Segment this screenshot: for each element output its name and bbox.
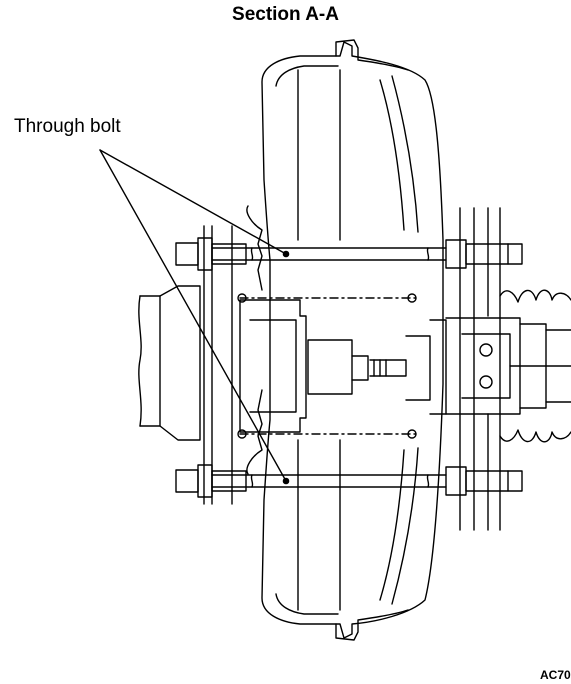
through-bolt-upper [175, 237, 523, 271]
leader-lines [99, 149, 287, 482]
valve-body [237, 293, 447, 439]
rear-mount [459, 207, 501, 531]
through-bolt-label: Through bolt [14, 116, 121, 137]
bellows-boot [499, 289, 571, 443]
diaphragm [246, 205, 263, 475]
through-bolt-lower [175, 464, 523, 498]
section-title: Section A-A [232, 4, 339, 25]
figure-code: AC70 [540, 668, 571, 682]
booster-shell [261, 39, 444, 641]
front-mount [138, 225, 233, 505]
push-rod-housing [445, 317, 571, 415]
